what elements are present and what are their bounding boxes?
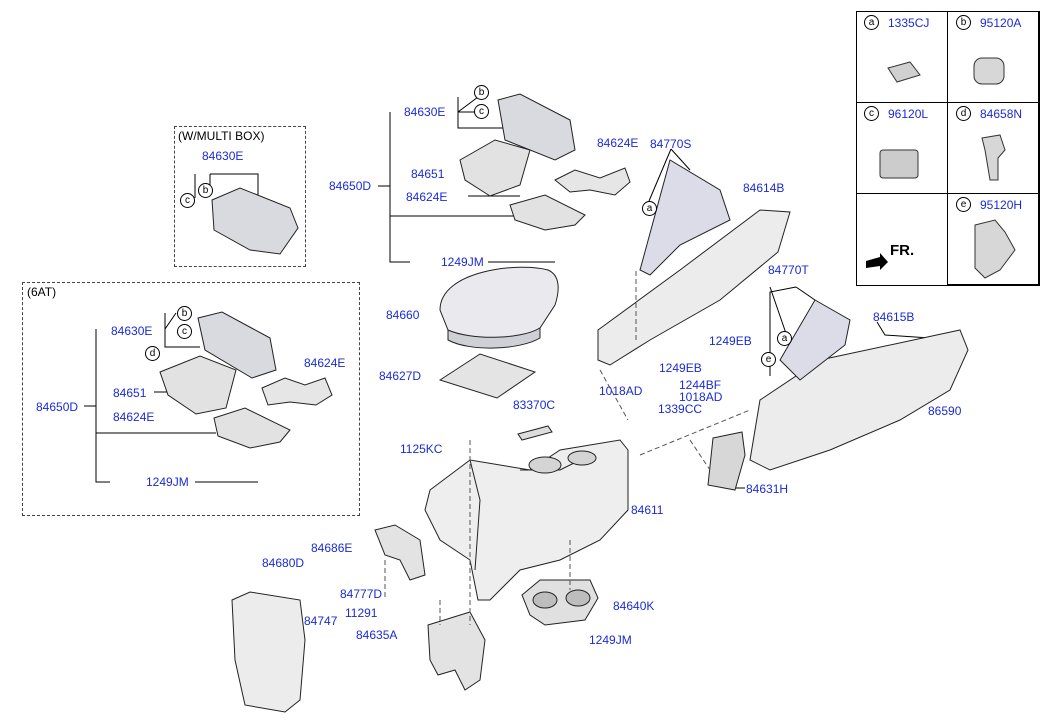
ref-part-c[interactable]: 96120L: [888, 107, 929, 121]
part-84630E-6at[interactable]: 84630E: [111, 324, 153, 338]
part-1018AD-b[interactable]: 1018AD: [679, 390, 723, 404]
part-84650D-6at[interactable]: 84650D: [36, 400, 79, 414]
part-84630E-multibox[interactable]: 84630E: [202, 149, 244, 163]
ref-letter-a: a: [864, 15, 879, 30]
front-arrow-icon: [866, 253, 888, 270]
callout-c-multibox: c: [180, 193, 195, 208]
part-84624E-6at-a[interactable]: 84624E: [304, 356, 346, 370]
part-1249EB-b[interactable]: 1249EB: [659, 361, 702, 375]
part-86590[interactable]: 86590: [928, 404, 962, 418]
part-84747[interactable]: 84747: [304, 614, 338, 628]
part-84777D[interactable]: 84777D: [340, 587, 383, 601]
part-1249JM-6at[interactable]: 1249JM: [146, 475, 189, 489]
six-at-frame: [22, 282, 360, 516]
part-84686E[interactable]: 84686E: [311, 541, 353, 555]
callout-b-multibox: b: [198, 183, 213, 198]
ref-part-a[interactable]: 1335CJ: [888, 16, 930, 30]
part-84624E-top-a[interactable]: 84624E: [597, 136, 639, 150]
part-84627D[interactable]: 84627D: [379, 369, 422, 383]
part-84631H[interactable]: 84631H: [746, 482, 789, 496]
part-84770S[interactable]: 84770S: [650, 137, 692, 151]
callout-b-top: b: [474, 85, 489, 100]
part-84624E-top-b[interactable]: 84624E: [406, 190, 448, 204]
part-1018AD-a[interactable]: 1018AD: [599, 384, 643, 398]
ref-cell-e: [947, 193, 1039, 285]
callout-a-84770T: a: [777, 331, 792, 346]
part-84770T[interactable]: 84770T: [768, 263, 809, 277]
part-84651-6at[interactable]: 84651: [113, 386, 147, 400]
callout-b-6at: b: [177, 306, 192, 321]
part-84650D-top[interactable]: 84650D: [329, 179, 372, 193]
part-1249JM-top[interactable]: 1249JM: [441, 255, 484, 269]
part-1244BF[interactable]: 1244BF: [679, 378, 722, 392]
part-84614B[interactable]: 84614B: [743, 181, 785, 195]
part-84660[interactable]: 84660: [386, 308, 420, 322]
callout-d-6at: d: [145, 346, 160, 361]
part-1249JM-b[interactable]: 1249JM: [589, 633, 632, 647]
direction-label: FR.: [890, 242, 915, 259]
ref-part-e[interactable]: 95120H: [980, 198, 1023, 212]
six-at-title: (6AT): [27, 285, 57, 299]
callout-a-84770S: a: [642, 201, 657, 216]
part-1249EB-a[interactable]: 1249EB: [709, 334, 752, 348]
part-84624E-6at-b[interactable]: 84624E: [113, 410, 155, 424]
part-84651-top[interactable]: 84651: [411, 167, 445, 181]
ref-letter-d: d: [956, 106, 971, 121]
part-84630E-top[interactable]: 84630E: [404, 105, 446, 119]
part-84680D[interactable]: 84680D: [262, 556, 305, 570]
multi-box-frame: [174, 126, 306, 267]
ref-letter-c: c: [864, 106, 879, 121]
part-84635A[interactable]: 84635A: [356, 628, 398, 642]
part-1125KC[interactable]: 1125KC: [400, 442, 443, 456]
part-84611[interactable]: 84611: [631, 503, 664, 517]
multi-box-title: (W/MULTI BOX): [178, 129, 265, 143]
callout-c-6at: c: [177, 324, 192, 339]
ref-letter-e: e: [956, 197, 971, 212]
part-1339CC[interactable]: 1339CC: [658, 402, 703, 416]
part-11291[interactable]: 11291: [345, 606, 378, 620]
part-83370C[interactable]: 83370C: [513, 398, 556, 412]
ref-letter-b: b: [956, 15, 971, 30]
callout-e-84770T: e: [761, 352, 776, 367]
ref-part-b[interactable]: 95120A: [980, 16, 1022, 30]
part-84615B[interactable]: 84615B: [873, 310, 915, 324]
part-84640K[interactable]: 84640K: [613, 599, 655, 613]
ref-part-d[interactable]: 84658N: [980, 107, 1023, 121]
callout-c-top: c: [474, 104, 489, 119]
